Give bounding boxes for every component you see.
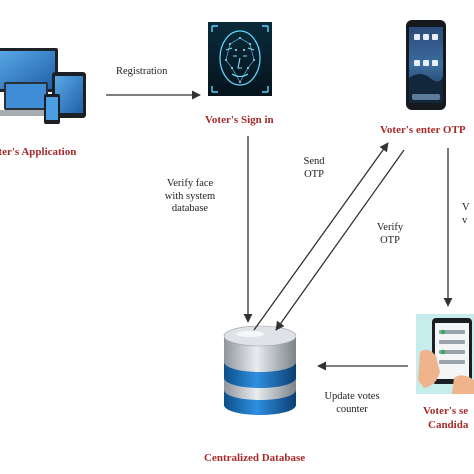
voting-phone-icon <box>416 314 474 394</box>
label-voter-candidate-line2: Candida <box>428 419 469 431</box>
edge-label-verify-face: Verify face with system database <box>164 178 216 214</box>
edge-label-send-otp: Send OTP <box>303 156 325 180</box>
edge-label-right-partial: V v <box>462 202 470 226</box>
send-otp-arrow <box>253 142 389 331</box>
label-voter-enter-otp: Voter's enter OTP <box>380 124 466 136</box>
label-voter-candidate-line1: Voter's se <box>423 405 469 417</box>
verify-otp-arrow <box>275 149 405 331</box>
edge-label-verify-otp: Verify OTP <box>376 222 404 246</box>
label-voter-application: Voter's Application <box>0 146 77 158</box>
face-scan-icon <box>208 22 272 96</box>
smartphone-icon <box>406 20 446 110</box>
database-icon <box>223 325 297 415</box>
edge-label-update-votes: Update votes counter <box>324 391 380 415</box>
label-centralized-database: Centralized Database <box>204 452 306 464</box>
label-voter-sign-in: Voter's Sign in <box>205 114 274 126</box>
edge-label-registration: Registration <box>116 66 168 77</box>
devices-icon <box>0 48 86 124</box>
